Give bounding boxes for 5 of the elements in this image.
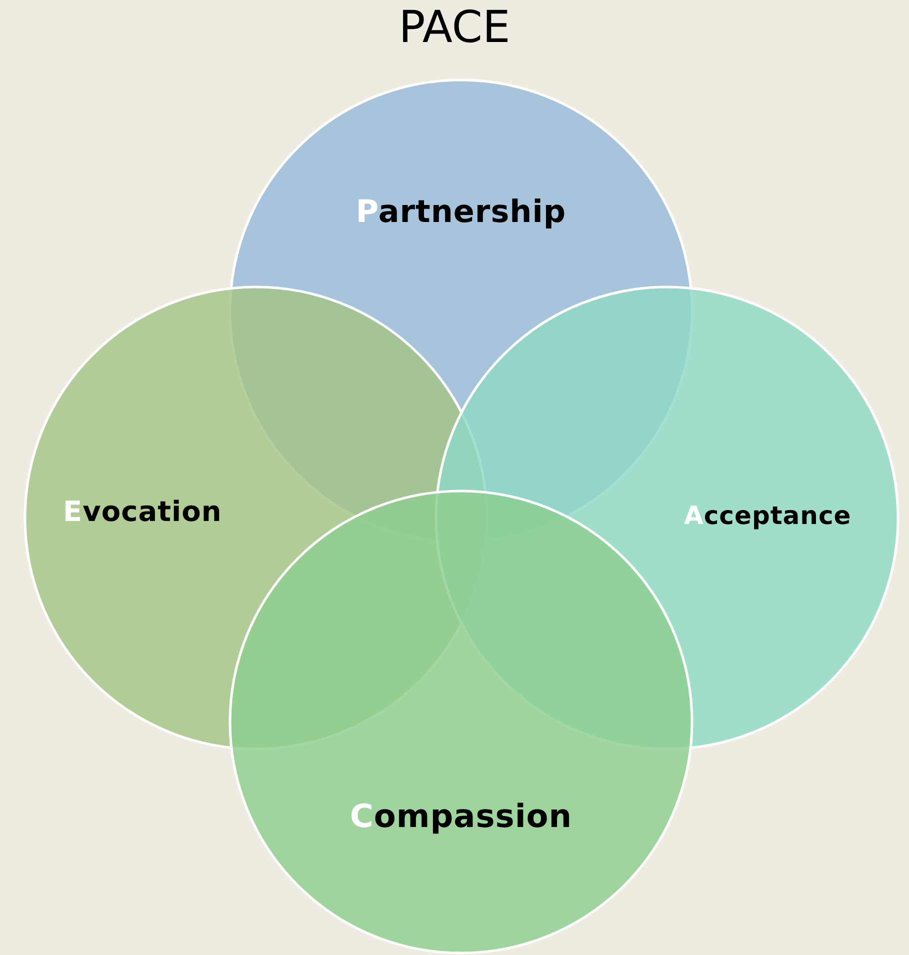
circle-label: Compassion bbox=[348, 797, 574, 835]
circle-label: Evocation bbox=[63, 495, 222, 528]
title: PACE bbox=[398, 2, 510, 53]
circle-label: Acceptance bbox=[684, 501, 852, 530]
circle-label: Partnership bbox=[354, 194, 568, 230]
